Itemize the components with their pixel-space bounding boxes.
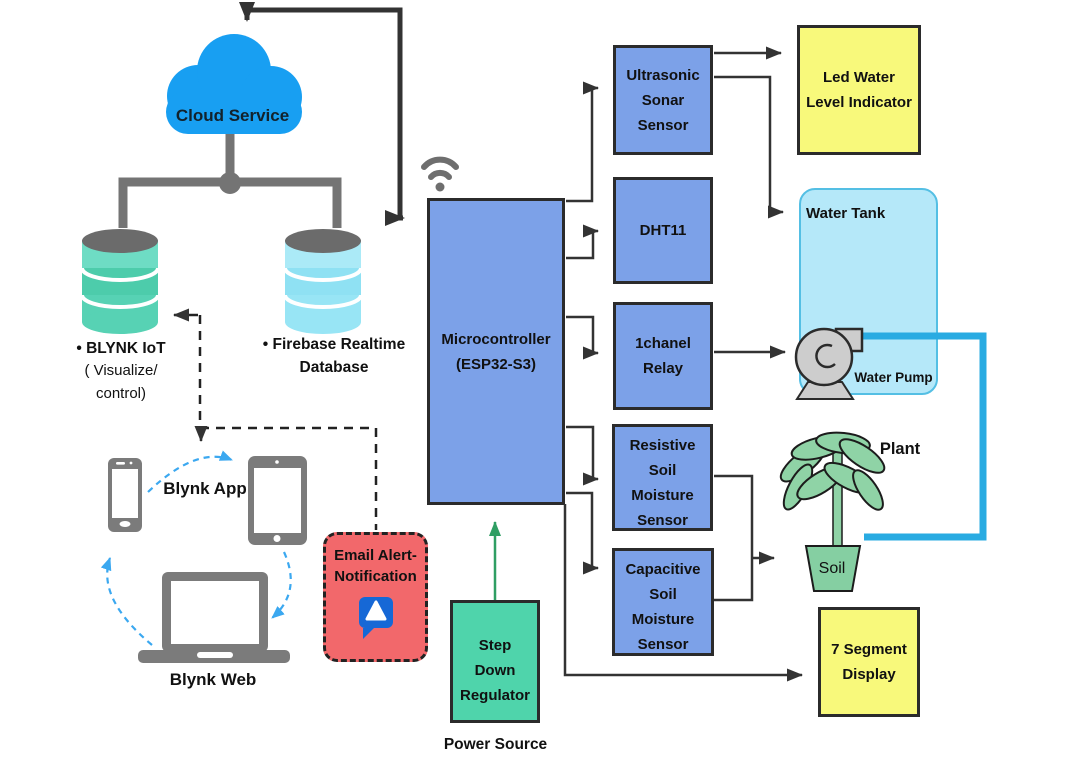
water-tank-label: Water Tank: [806, 205, 886, 222]
node-dht11: DHT11: [613, 177, 713, 284]
soil-label: Soil: [818, 560, 846, 577]
step-down-label: Step Down Regulator: [459, 637, 530, 704]
edge-capacitive-merge: [714, 558, 754, 602]
plant-label: Plant: [879, 440, 921, 458]
power-source-label: Power Source: [443, 736, 548, 753]
water-pump-label: Water Pump: [854, 370, 933, 385]
seven-segment-label: 7 Segment Display: [831, 641, 907, 683]
edge-micro-ultrasonic: [566, 81, 599, 203]
cloud-db-links: [118, 130, 342, 228]
blynk-app-label: Blynk App: [163, 479, 247, 498]
email-alert-label: Email Alert- Notification: [334, 547, 417, 585]
blynk-database-icon: [80, 229, 160, 334]
node-ultrasonic-sensor: Ultrasonic Sonar Sensor: [613, 45, 713, 155]
smartphone-icon: [108, 458, 142, 532]
relay-label: 1chanel Relay: [635, 335, 691, 377]
node-led-water-level-indicator: Led Water Level Indicator: [797, 25, 921, 155]
blynk-db-sublabel: ( Visualize/ control): [84, 362, 158, 402]
node-resistive-sensor: Resistive Soil Moisture Sensor: [612, 424, 713, 531]
firebase-db-label: • Firebase Realtime Database: [262, 336, 406, 376]
cloud-service-label: Cloud Service: [175, 106, 290, 125]
microcontroller-label: Microcontroller (ESP32-S3): [441, 330, 551, 373]
laptop-icon: [138, 572, 290, 663]
blynk-web-label: Blynk Web: [169, 670, 257, 689]
wifi-icon: [421, 156, 459, 192]
resistive-label: Resistive Soil Moisture Sensor: [629, 436, 696, 529]
capacitive-label: Capacitive Soil Moisture Sensor: [625, 561, 701, 653]
edge-resistive-merge: [714, 474, 754, 558]
node-capacitive-sensor: Capacitive Soil Moisture Sensor: [612, 548, 714, 656]
edge-micro-dht11: [566, 224, 599, 260]
tablet-icon: [248, 456, 307, 545]
firebase-database-icon: [283, 229, 363, 334]
node-relay: 1chanel Relay: [613, 302, 713, 410]
blynk-db-label: • BLYNK IoT: [76, 340, 166, 357]
dht11-label: DHT11: [639, 222, 687, 239]
ultrasonic-label: Ultrasonic Sonar Sensor: [626, 66, 700, 134]
edge-ultrasonic-tank: [714, 75, 784, 219]
link-junction-dot: [219, 172, 241, 194]
node-step-down-regulator: Step Down Regulator: [450, 600, 540, 723]
edge-micro-capacitive: [566, 491, 599, 575]
node-microcontroller: Microcontroller (ESP32-S3): [427, 198, 565, 505]
edge-micro-resistive: [566, 425, 599, 486]
led-indicator-label: Led Water Level Indicator: [806, 69, 912, 111]
edge-micro-relay: [566, 315, 599, 360]
node-seven-segment-display: 7 Segment Display: [818, 607, 920, 717]
